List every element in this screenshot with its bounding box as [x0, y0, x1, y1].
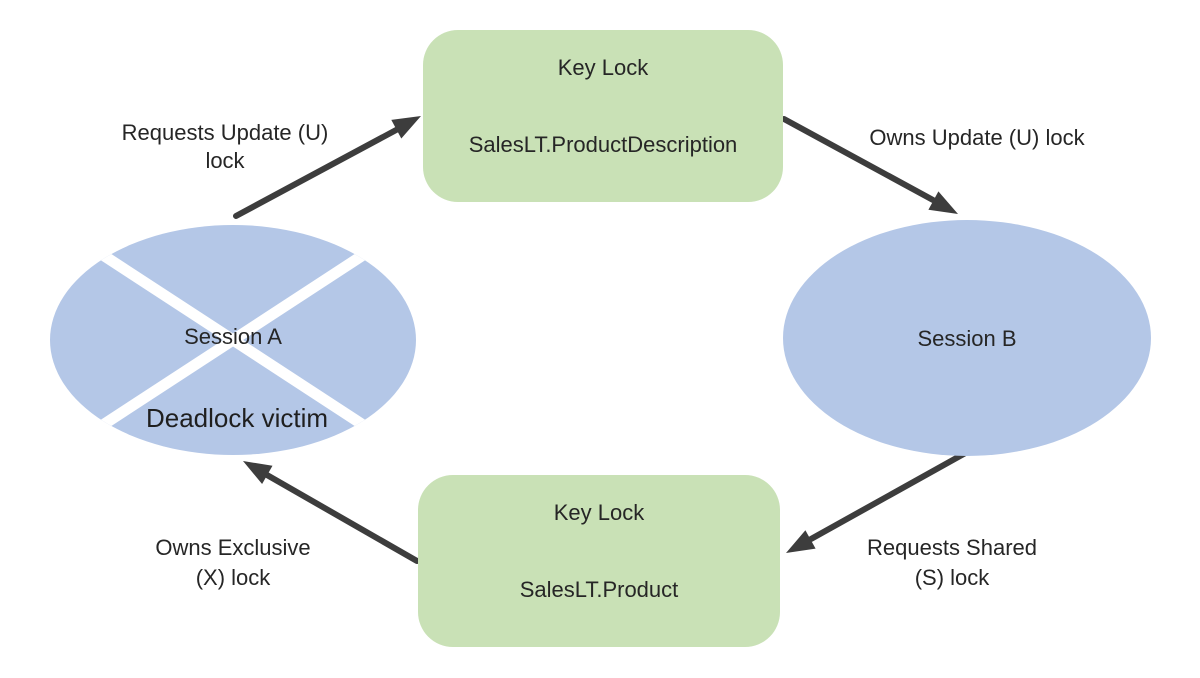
edge-a-requests-update-line: [233, 126, 401, 219]
edge-a-requests-update-arrowhead-icon: [391, 116, 421, 139]
edge-label-b-requests-shared-line1: Requests Shared: [867, 535, 1037, 560]
edge-b-owns-update-line: [781, 116, 936, 203]
session-a-status: Deadlock victim: [146, 403, 328, 433]
deadlock-cross-stroke-down: [59, 225, 407, 455]
session-a-node: Session A Deadlock victim: [50, 225, 416, 455]
edge-label-b-owns-update-line1: Owns Update (U) lock: [869, 125, 1085, 150]
edge-b-requests-shared-arrowhead-icon: [786, 530, 816, 553]
edge-a-owns-exclusive-line: [264, 472, 420, 564]
edge-label-b-owns-update: Owns Update (U) lock: [869, 125, 1085, 150]
lock-top-resource: SalesLT.ProductDescription: [469, 132, 738, 157]
session-b-ellipse: [783, 220, 1151, 456]
session-b-label: Session B: [917, 326, 1016, 351]
edge-label-a-requests-update-line1: Requests Update (U): [122, 120, 329, 145]
edge-b-owns-update-arrowhead-icon: [928, 191, 958, 214]
edge-label-a-owns-exclusive-line1: Owns Exclusive: [155, 535, 310, 560]
edge-label-a-owns-exclusive: Owns Exclusive (X) lock: [155, 535, 310, 590]
edge-b-requests-shared: [786, 448, 972, 553]
lock-top-node: Key Lock SalesLT.ProductDescription: [423, 30, 783, 202]
edge-label-b-requests-shared: Requests Shared (S) lock: [867, 535, 1037, 590]
edge-a-owns-exclusive: [243, 461, 420, 564]
edge-b-requests-shared-line: [808, 448, 972, 542]
edge-label-a-requests-update: Requests Update (U) lock: [122, 120, 329, 173]
edge-a-requests-update: [233, 116, 421, 219]
lock-bottom-title: Key Lock: [554, 500, 645, 525]
lock-top-box: [423, 30, 783, 202]
lock-top-title: Key Lock: [558, 55, 649, 80]
edge-a-owns-exclusive-arrowhead-icon: [243, 461, 273, 484]
session-b-node: Session B: [783, 220, 1151, 456]
edge-label-a-owns-exclusive-line2: (X) lock: [196, 565, 272, 590]
deadlock-cross-icon: [59, 225, 407, 455]
session-a-label: Session A: [184, 324, 282, 349]
edge-label-a-requests-update-line2: lock: [205, 148, 245, 173]
lock-bottom-resource: SalesLT.Product: [520, 577, 679, 602]
edge-b-owns-update: [781, 116, 958, 214]
lock-bottom-node: Key Lock SalesLT.Product: [418, 475, 780, 647]
edge-label-b-requests-shared-line2: (S) lock: [915, 565, 991, 590]
lock-bottom-box: [418, 475, 780, 647]
